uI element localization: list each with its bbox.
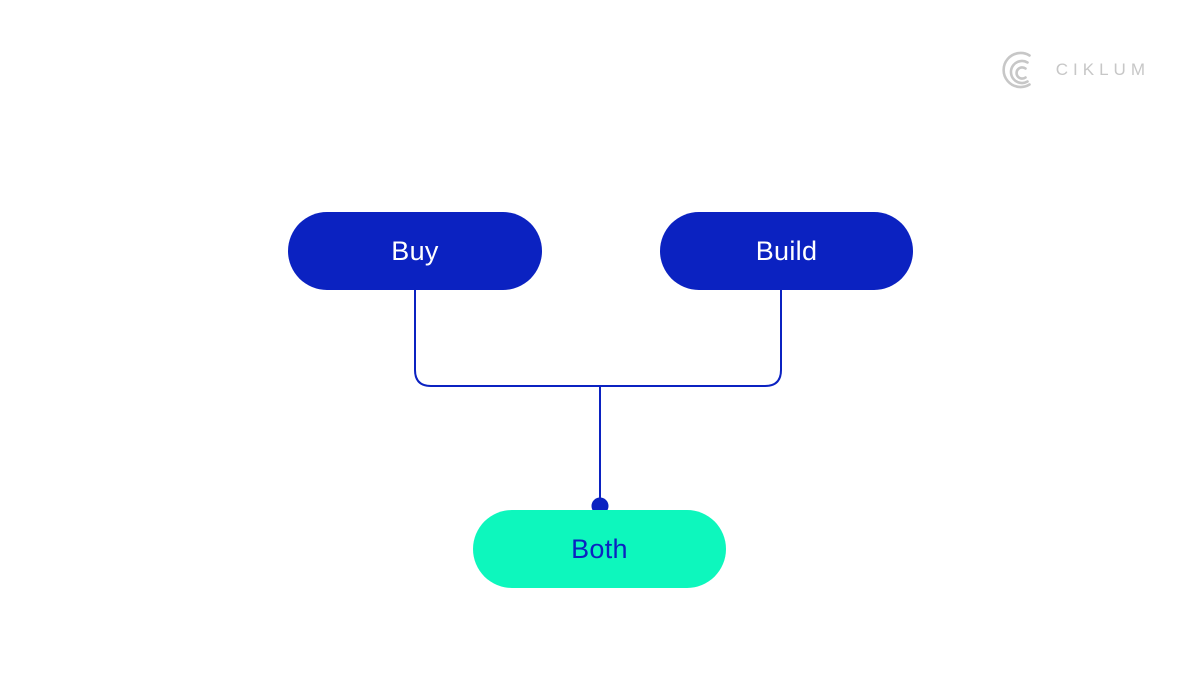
- ciklum-wordmark: CIKLUM: [1055, 60, 1150, 79]
- ciklum-logo: CIKLUM: [998, 48, 1150, 92]
- node-both-label: Both: [571, 533, 628, 564]
- node-build: Build: [660, 212, 913, 290]
- ciklum-arcs-icon: [998, 48, 1040, 92]
- node-buy: Buy: [288, 212, 542, 290]
- edge-buy-build-merge: [414, 290, 782, 387]
- node-both: Both: [473, 510, 726, 588]
- node-buy-label: Buy: [391, 235, 439, 266]
- node-build-label: Build: [755, 235, 818, 266]
